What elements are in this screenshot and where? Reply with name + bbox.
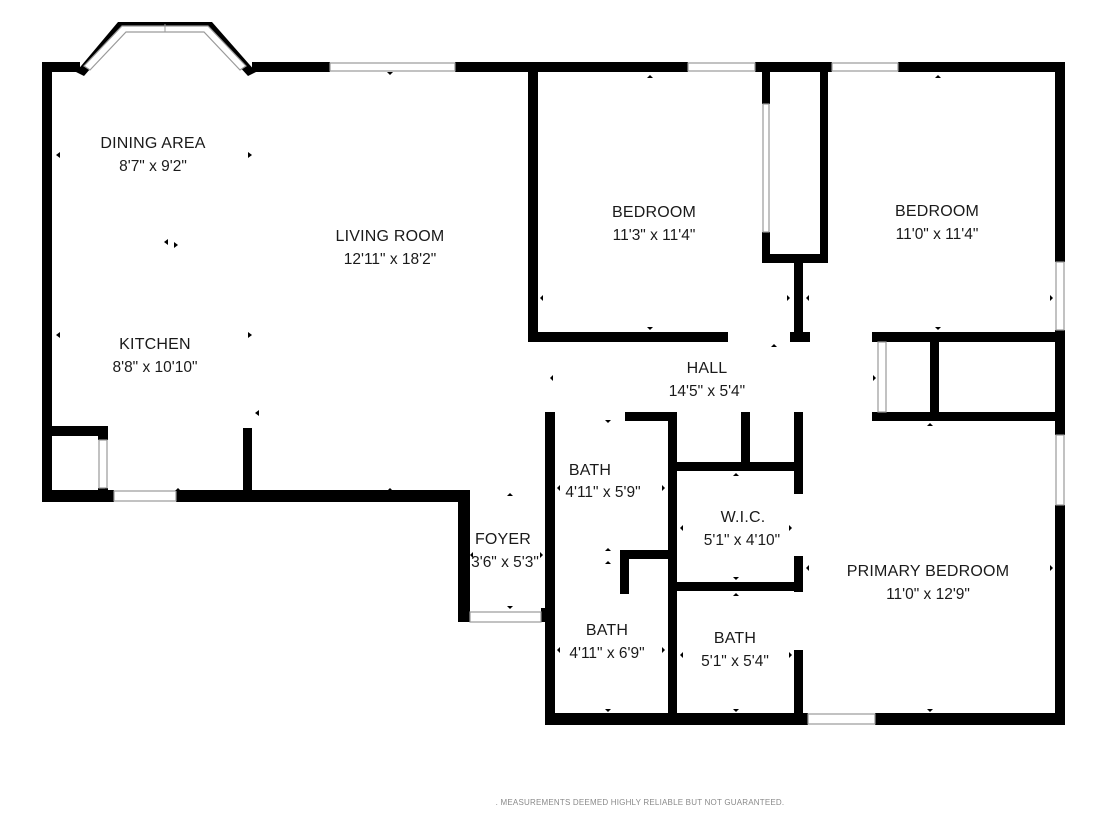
window-closet: [762, 103, 770, 233]
window-primary-bottom: [807, 713, 876, 725]
room-living-name: LIVING ROOM: [336, 228, 445, 245]
room-hall-name: HALL: [687, 360, 728, 377]
window-living: [329, 62, 456, 72]
wall-top-right-c: [898, 62, 1065, 72]
room-bedroom-2-name: BEDROOM: [895, 203, 979, 220]
room-wic-dims: 5'1" x 4'10": [704, 532, 780, 549]
wall-right-mid: [1055, 330, 1065, 435]
room-bath-2: BATH 4'11" x 6'9": [569, 622, 644, 662]
wall-bottom-left-b: [176, 490, 468, 502]
wall-pantry-right: [98, 426, 108, 440]
bay-window: [76, 22, 256, 76]
room-bath-1: BATH 4'11" x 5'9": [565, 462, 640, 501]
wall-kitchen-stub: [243, 428, 252, 494]
wall-bath1-top: [545, 412, 555, 552]
wall-closet-left-bot: [762, 232, 770, 262]
disclaimer: . MEASUREMENTS DEEMED HIGHLY RELIABLE BU…: [496, 798, 785, 807]
windows: [98, 62, 1065, 725]
wall-closet-bottom: [762, 254, 828, 263]
room-bath-3-dims: 5'1" x 5'4": [701, 653, 769, 670]
room-primary-bedroom-name: PRIMARY BEDROOM: [847, 563, 1009, 580]
wall-bed2-bottom: [872, 332, 1065, 342]
walls: [42, 62, 1065, 725]
wall-top-left: [42, 62, 80, 72]
wall-bottom-left-a: [42, 490, 114, 502]
room-hall-dims: 14'5" x 5'4": [669, 383, 745, 400]
wall-bed-divider: [794, 262, 803, 342]
wall-bed1-bottom: [528, 332, 728, 342]
wall-wic-inner-a: [741, 412, 750, 467]
wall-bottom-right-b: [875, 713, 1065, 725]
window-foyer-door: [469, 611, 542, 623]
room-bath-3-name: BATH: [714, 630, 756, 647]
room-foyer-dims: 3'6" x 5'3": [471, 554, 539, 571]
wall-linen-bottom: [872, 412, 1065, 421]
room-bath-1-dims: 4'11" x 5'9": [565, 484, 640, 501]
wall-wic-top: [668, 462, 803, 471]
room-kitchen: KITCHEN 8'8" x 10'10": [112, 336, 197, 376]
wall-primary-left: [794, 556, 803, 592]
room-primary-bedroom-dims: 11'0" x 12'9": [886, 586, 970, 603]
room-living: LIVING ROOM 12'11" x 18'2": [336, 228, 445, 268]
room-bath-1-name: BATH: [569, 462, 611, 479]
room-primary-bedroom: PRIMARY BEDROOM 11'0" x 12'9": [847, 563, 1009, 603]
room-hall: HALL 14'5" x 5'4": [669, 360, 745, 400]
window-bed1: [687, 62, 756, 72]
room-dining-dims: 8'7" x 9'2": [119, 158, 187, 175]
room-kitchen-name: KITCHEN: [119, 336, 191, 353]
wall-top-mid: [252, 62, 330, 72]
room-bath-2-dims: 4'11" x 6'9": [569, 645, 644, 662]
wall-right-bottom: [1055, 505, 1065, 725]
room-bedroom-1-name: BEDROOM: [612, 204, 696, 221]
room-bath-2-name: BATH: [586, 622, 628, 639]
room-kitchen-dims: 8'8" x 10'10": [112, 359, 197, 376]
tick-markers: [56, 72, 1053, 712]
wall-closet-left-top: [762, 72, 770, 104]
wall-wic-inner-b: [794, 412, 803, 494]
wall-linen-mid: [930, 342, 939, 414]
wall-bath3-right: [794, 650, 803, 720]
wall-wic-bottom: [668, 582, 803, 591]
room-foyer: FOYER 3'6" x 5'3": [471, 531, 539, 571]
room-bedroom-1: BEDROOM 11'3" x 11'4": [612, 204, 696, 244]
window-bed2-side: [1055, 261, 1065, 331]
wall-bath1-top-right: [625, 412, 677, 421]
room-wic: W.I.C. 5'1" x 4'10": [704, 509, 780, 549]
window-kitchen-door: [113, 490, 177, 502]
wall-pantry-right-b: [98, 488, 108, 502]
window-linen: [877, 341, 887, 413]
room-wic-name: W.I.C.: [721, 509, 766, 526]
window-pantry: [98, 439, 108, 489]
room-dining-name: DINING AREA: [100, 135, 205, 152]
wall-bed1-left: [528, 72, 538, 342]
room-bedroom-2-dims: 11'0" x 11'4": [896, 226, 979, 243]
wall-foyer-bath-left: [545, 552, 555, 612]
wall-bath2-left: [668, 591, 677, 721]
wall-bath-mid: [620, 550, 677, 559]
wall-foyer-left: [458, 490, 470, 622]
room-bath-3: BATH 5'1" x 5'4": [701, 630, 769, 670]
wall-pantry-top: [52, 426, 108, 436]
window-primary-side: [1055, 434, 1065, 506]
window-bed2: [831, 62, 899, 72]
wall-closet-right: [820, 72, 828, 262]
room-dining: DINING AREA 8'7" x 9'2": [100, 135, 205, 175]
room-bedroom-2: BEDROOM 11'0" x 11'4": [895, 203, 979, 243]
wall-right-top: [1055, 62, 1065, 262]
wall-bath-mid-stub: [620, 550, 629, 594]
wall-bath1-right: [668, 412, 677, 592]
room-foyer-name: FOYER: [475, 531, 531, 548]
room-living-dims: 12'11" x 18'2": [344, 251, 436, 268]
wall-left: [42, 62, 52, 502]
wall-linen-left: [872, 332, 881, 342]
room-bedroom-1-dims: 11'3" x 11'4": [613, 227, 696, 244]
wall-bath-left: [545, 610, 555, 725]
wall-top-right-b: [755, 62, 832, 72]
wall-top-right-a: [455, 62, 688, 72]
